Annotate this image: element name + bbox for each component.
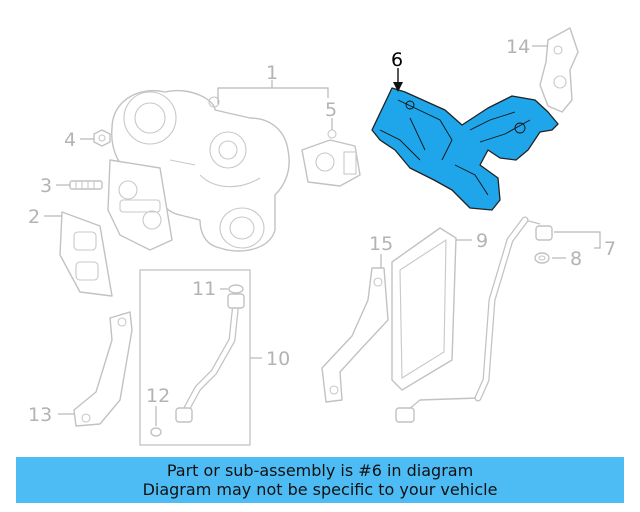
bracket-part-13[interactable]	[73, 311, 133, 427]
shield-plate-part-9[interactable]	[391, 227, 457, 391]
nut-part-4[interactable]	[93, 129, 111, 147]
callout-11: 11	[192, 278, 216, 300]
heat-shield-body	[371, 87, 559, 211]
callout-9: 9	[476, 230, 488, 252]
callout-3: 3	[40, 175, 52, 197]
flange-part-3-area[interactable]	[107, 159, 173, 251]
washer-part-8[interactable]	[534, 252, 550, 264]
actuator-part-5[interactable]	[301, 129, 361, 187]
stud-part-3[interactable]	[69, 180, 103, 190]
gasket-part-2[interactable]	[59, 211, 113, 297]
callout-15: 15	[369, 233, 393, 255]
bracket-part-14[interactable]	[539, 27, 579, 113]
heat-shield-part-6[interactable]	[371, 87, 559, 211]
banner-line-1: Part or sub-assembly is #6 in diagram	[166, 461, 474, 480]
callout-5: 5	[325, 99, 337, 121]
bracket-part-15[interactable]	[321, 267, 389, 403]
callout-2: 2	[28, 206, 40, 228]
callout-13: 13	[28, 404, 52, 426]
callout-7: 7	[604, 238, 616, 260]
callout-4: 4	[64, 129, 76, 151]
banner-line-2: Diagram may not be specific to your vehi…	[142, 480, 498, 499]
callout-10: 10	[266, 348, 290, 370]
callout-1: 1	[266, 62, 278, 84]
callout-14: 14	[506, 36, 530, 58]
oil-line-part-7[interactable]	[395, 216, 553, 423]
callout-8: 8	[570, 248, 582, 270]
callout-12: 12	[146, 385, 170, 407]
callout-6: 6	[391, 49, 403, 71]
part-info-banner: Part or sub-assembly is #6 in diagram Di…	[16, 457, 624, 503]
